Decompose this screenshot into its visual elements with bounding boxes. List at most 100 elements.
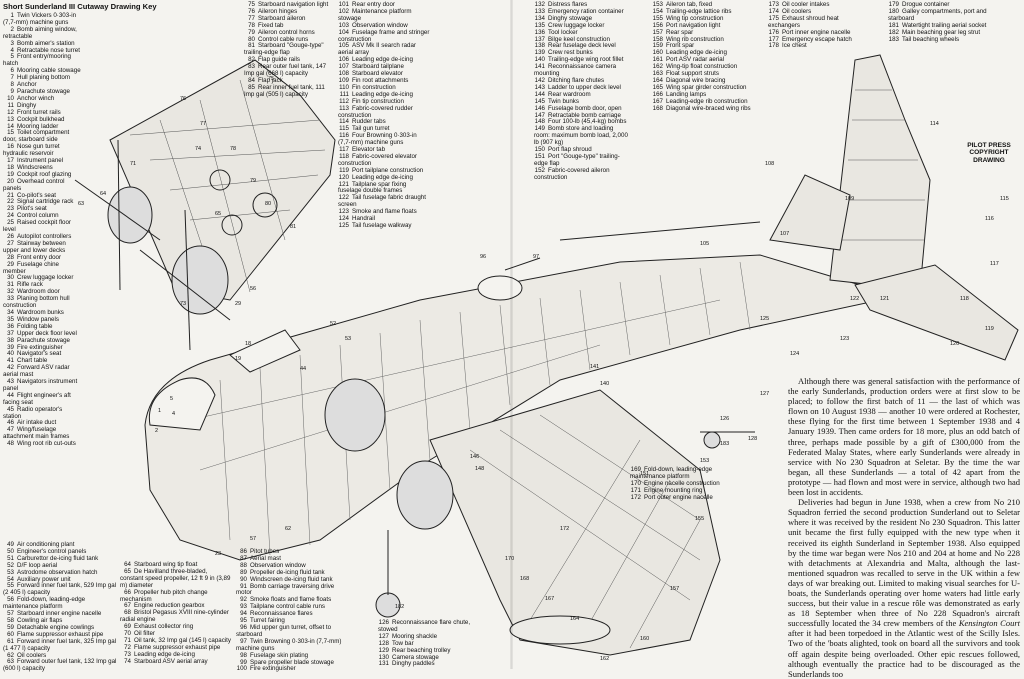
key-entry-label: Starboard inner engine nacelle <box>17 610 102 618</box>
key-entry-label: Trailing-edge lattice ribs <box>666 7 732 15</box>
key-entry-number: 99 <box>240 658 247 666</box>
key-entry-label: Float support struts <box>666 70 719 78</box>
mid-upper-turret <box>477 275 523 301</box>
key-entry-label: Maintenance platform stowage <box>338 7 414 22</box>
key-entry-number: 60 <box>7 630 14 638</box>
key-entry-label: Front entry/mooring hatch <box>3 53 73 68</box>
key-entry-number: 84 <box>248 76 255 84</box>
key-entry-number: 102 <box>338 7 349 15</box>
key-entry-label: Dinghy stowage <box>548 14 593 22</box>
key-entry-label: Retractable bomb carriage <box>548 111 621 119</box>
key-entry-label: Signal cartridge rack <box>17 198 74 206</box>
key-entry-number: 73 <box>124 650 131 658</box>
key-entry-number: 57 <box>7 610 14 618</box>
key-entry-number: 156 <box>652 21 663 29</box>
key-entry-number: 10 <box>7 94 14 102</box>
key-entry-label: Fuselage bomb door, open <box>548 104 622 112</box>
key-entry-label: Port tailplane construction <box>352 166 424 174</box>
key-entry-label: Radio operator's station <box>3 405 64 420</box>
key-entry-label: Fin construction <box>352 83 396 91</box>
key-entry-number: 87 <box>240 554 247 562</box>
key-entry-number: 110 <box>339 83 349 91</box>
starboard-tailplane <box>769 174 851 251</box>
key-entry-label: Flame suppressor exhaust pipe <box>134 643 221 651</box>
key-entry-number: 81 <box>248 42 255 50</box>
key-entry-number: 21 <box>7 191 14 199</box>
key-entry-label: Watertight trailing aerial socket <box>902 21 987 29</box>
callout-number: 119 <box>985 326 994 332</box>
callout-number: 125 <box>760 316 769 322</box>
key-entry-number: 92 <box>240 596 247 604</box>
key-entry-number: 145 <box>534 97 545 105</box>
key-entry-label: Bilge keel construction <box>548 35 610 43</box>
key-entry-number: 22 <box>7 198 14 206</box>
key-entry-number: 78 <box>248 21 255 29</box>
key-entry-label: Port inner engine nacelle <box>782 28 851 36</box>
key-entry-number: 31 <box>7 281 14 289</box>
key-entry-number: 149 <box>534 125 545 133</box>
callout-number: 109 <box>845 196 854 202</box>
callout-number: 4 <box>172 411 175 417</box>
key-entry-label: Crew rest bunks <box>548 49 593 57</box>
key-entry-number: 13 <box>7 115 14 123</box>
key-entry-number: 5 <box>10 53 14 61</box>
key-entry-label: Cowling air flaps <box>17 616 63 624</box>
article-paragraph-2-continued: after it had been torpedoed in the Atlan… <box>788 628 1020 679</box>
key-entry-label: Mid upper gun turret, offset to starboar… <box>236 623 333 638</box>
key-entry-label: Cockpit bulkhead <box>17 115 65 123</box>
key-entry-label: Elevator tab <box>352 146 386 154</box>
key-entry-label: Mooring ladder <box>17 122 59 130</box>
key-entry-label: Propeller de-icing fluid tank <box>250 568 325 576</box>
key-entry-number: 94 <box>240 610 247 618</box>
key-entry-number: 180 <box>888 7 899 15</box>
key-entry-number: 123 <box>338 208 349 216</box>
callout-number: 78 <box>230 146 236 152</box>
key-entry-number: 47 <box>7 426 14 434</box>
key-entry-label: Flap guide rails <box>258 56 300 64</box>
port-outer-engine <box>396 460 454 530</box>
key-entry-number: 70 <box>124 630 131 638</box>
key-entry-number: 128 <box>378 639 389 647</box>
callout-number: 5 <box>170 396 173 402</box>
key-entry-number: 26 <box>7 233 14 240</box>
key-entry-number: 140 <box>534 56 545 64</box>
key-entry-label: Front spar <box>666 42 695 50</box>
key-entry-label: Smoke and flame floats <box>352 208 417 216</box>
key-entry-number: 106 <box>338 56 349 64</box>
key-entry-label: Tail beaching wheels <box>902 35 960 43</box>
key-entry-number: 74 <box>124 657 131 665</box>
